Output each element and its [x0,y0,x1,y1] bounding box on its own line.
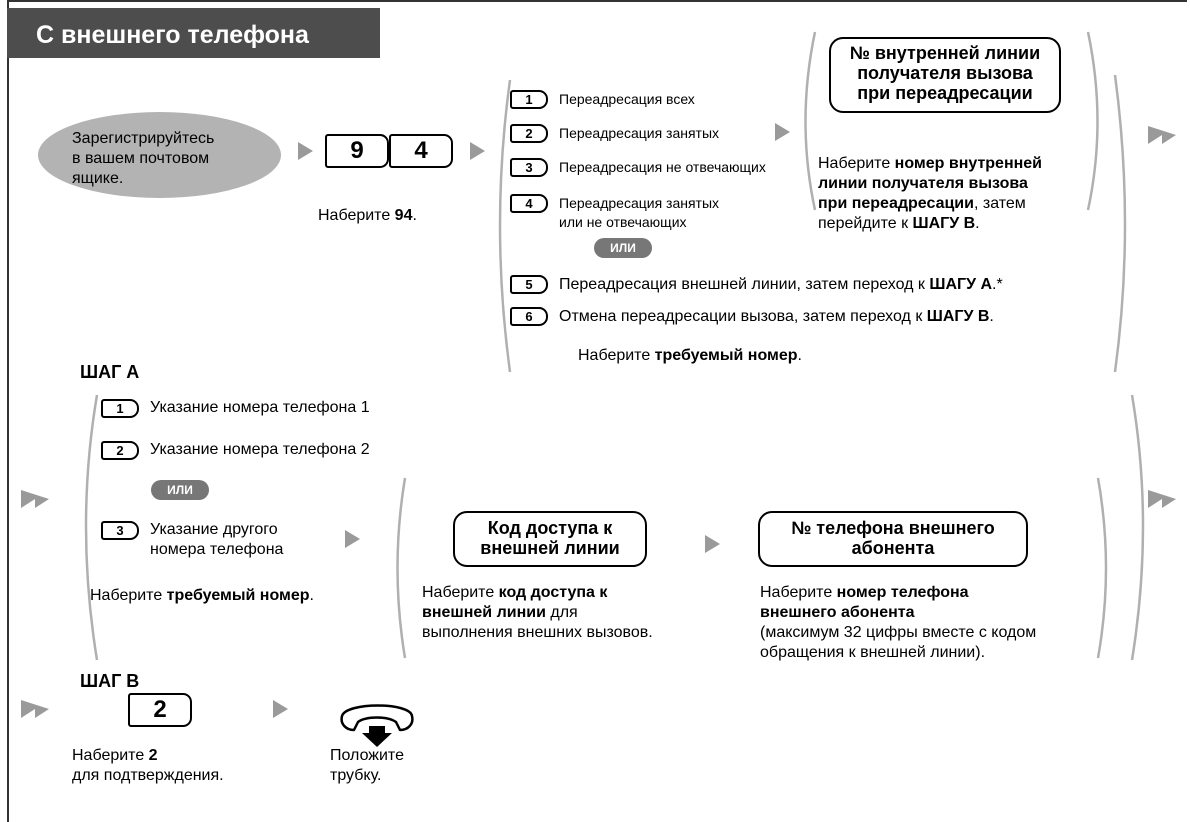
bracket-right [1113,74,1127,373]
option-label: Переадресация занятых [559,195,720,211]
step-b-title: ШАГ В [80,671,140,691]
phone-line: обращения к внешней линии). [760,644,986,661]
step-a-key-1: 1 [101,399,139,418]
options-caption: Наберите требуемый номер. [578,347,802,364]
login-bubble [38,112,281,198]
arrow-icon [705,535,720,553]
bracket-right [1130,394,1145,661]
option-label: Переадресация внешней линии, затем перех… [559,276,1003,293]
phone-line: Наберите номер телефона [760,584,969,601]
step-b-key-2: 2 [128,693,192,727]
access-line: выполнения внешних вызовов. [422,624,653,641]
page-title: С внешнего телефона [36,21,309,49]
hangup-label: Положите [330,747,404,764]
phone-line: (максимум 32 цифры вместе с кодом [760,624,1037,641]
option-key-5: 5 [510,275,548,294]
double-arrow-icon [1148,490,1176,508]
header-tab [7,8,380,58]
step-b-confirm: Наберите 2 [72,747,158,764]
arrow-icon [775,123,790,141]
step-a-caption: Наберите требуемый номер. [90,587,314,604]
hangup-label-cont: трубку. [330,767,382,784]
key-4: 4 [389,134,453,168]
double-arrow-icon [21,700,49,718]
access-line: внешней линии для [422,604,578,621]
or-badge: ИЛИ [594,238,652,258]
step-a-option-cont: номера телефона [150,541,284,558]
option-key-3: 3 [510,158,548,177]
bracket-left [498,79,512,373]
bracket-left [84,394,99,661]
phone-line: внешнего абонента [760,604,915,621]
login-bubble-line: ящике. [72,170,124,187]
step-a-key-3: 3 [101,521,139,540]
arrow-icon [470,142,485,160]
dest-extension-box: № внутренней линии получателя вызова при… [829,37,1061,113]
step-a-option: Указание номера телефона 1 [150,399,370,416]
login-bubble-line: в вашем почтовом [72,150,210,167]
access-line: Наберите код доступа к [422,584,608,601]
double-arrow-icon [1148,126,1176,144]
start-caption: Наберите 94. [318,207,417,224]
bracket-left [804,31,817,211]
arrow-icon [345,530,360,548]
option-key-6: 6 [510,307,548,326]
option-label: Переадресация занятых [559,125,720,141]
step-a-title: ШАГ А [80,362,140,382]
option-key-1: 1 [510,90,548,109]
bracket-right [1086,31,1099,211]
arrow-icon [273,700,288,718]
step-a-key-2: 2 [101,441,139,460]
option-label: Отмена переадресации вызова, затем перех… [559,308,994,325]
dest-line: при переадресации, затем [818,195,1026,212]
external-number-box: № телефона внешнего абонента [758,511,1028,567]
diagram-frame [7,0,1187,822]
step-a-option: Указание номера телефона 2 [150,441,370,458]
dest-line: перейдите к ШАГУ В. [818,215,980,232]
option-key-4: 4 [510,194,548,213]
bracket-left [396,477,407,659]
option-key-2: 2 [510,124,548,143]
option-label-cont: или не отвечающих [559,214,687,230]
double-arrow-icon [21,490,49,508]
access-code-box: Код доступа к внешней линии [453,511,647,567]
dest-line: Наберите номер внутренней [818,155,1043,172]
key-9: 9 [325,134,389,168]
option-label: Переадресация всех [559,91,695,107]
bracket-right [1096,477,1108,659]
arrow-icon [298,142,313,160]
login-bubble-line: Зарегистрируйтесь [72,130,215,147]
option-label: Переадресация не отвечающих [559,159,766,175]
handset-icon [340,704,414,747]
dest-line: линии получателя вызова [818,175,1028,192]
step-a-option: Указание другого [150,521,278,538]
step-b-confirm-cont: для подтверждения. [72,767,224,784]
or-badge: ИЛИ [151,480,209,500]
